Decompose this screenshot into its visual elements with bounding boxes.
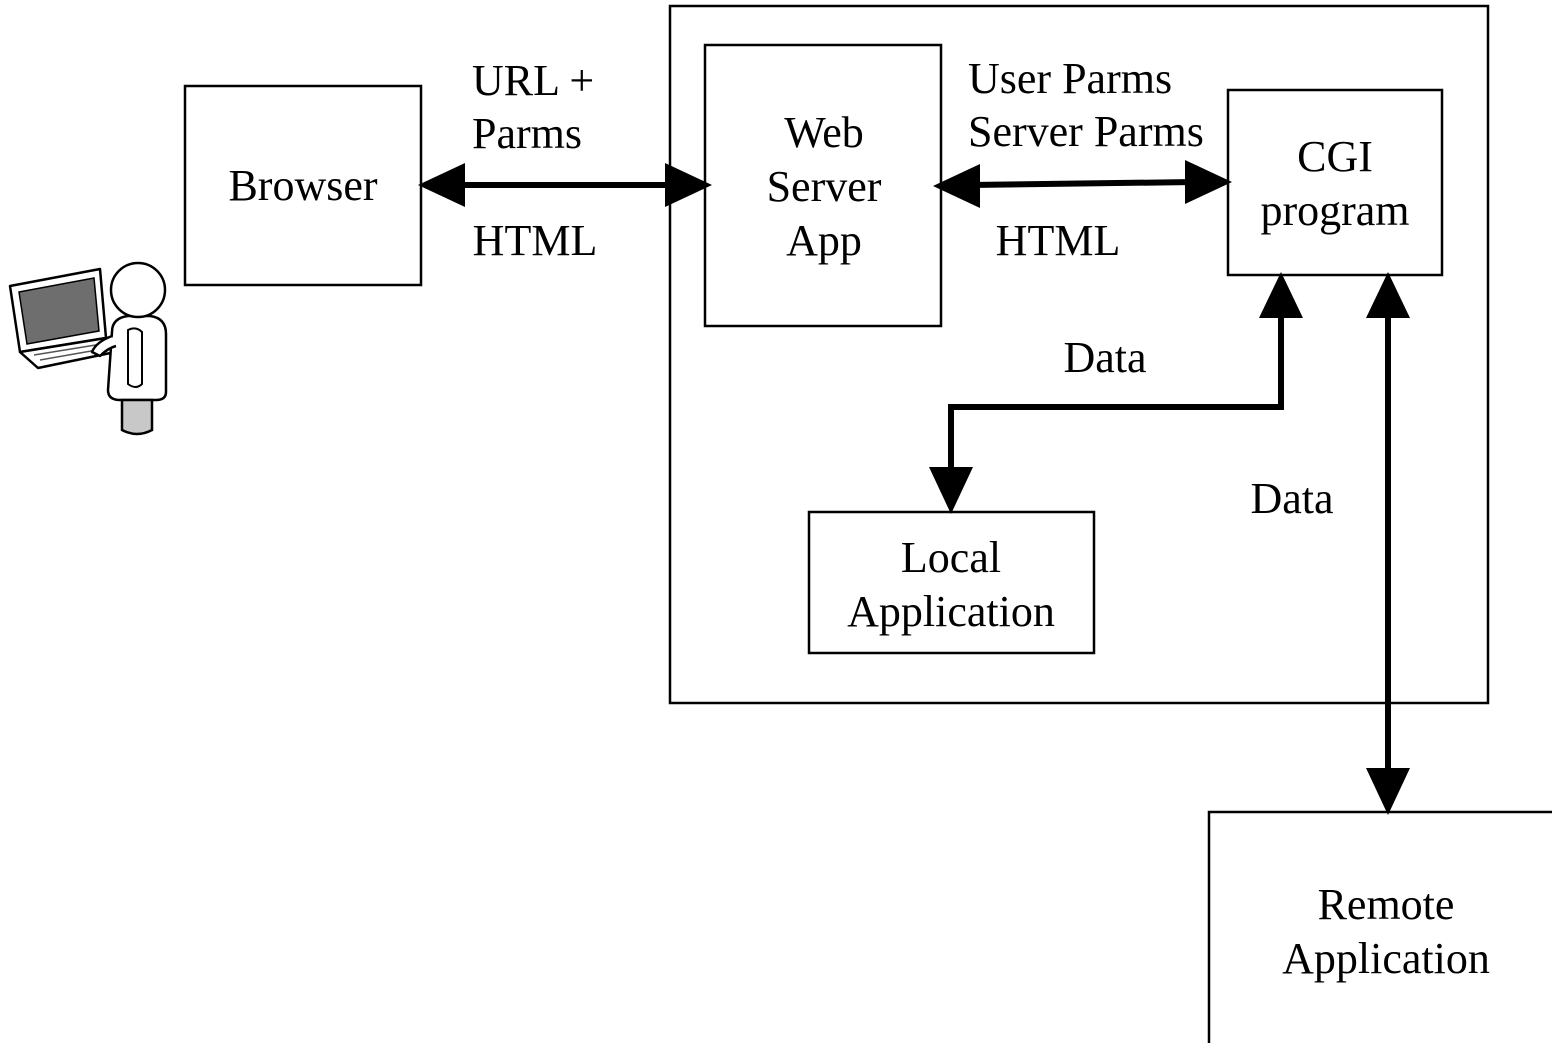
arrowhead-left-icon [418,163,465,207]
web-server-app-label-line-1: Web [784,108,864,157]
browser-label: Browser [228,161,377,210]
arrowhead-up-icon [1366,272,1410,318]
remote-application-node: Remote Application [1207,810,1552,1043]
browser-webserver-request-label-line-2: Parms [472,109,582,158]
arrowhead-right-icon [665,163,712,207]
browser-webserver-request-label-line-1: URL + [472,56,594,105]
remote-application-box [1207,810,1552,1043]
cgi-program-node: CGI program [1226,88,1444,277]
webserver-cgi-request-label-line-1: User Parms [968,54,1172,103]
browser-node: Browser [183,84,423,287]
web-server-app-box [703,43,943,328]
arrowhead-down-icon [1366,768,1410,815]
local-application-label-line-2: Application [847,587,1055,636]
arrowhead-up-icon [1259,272,1303,318]
remote-application-label-line-2: Application [1282,934,1490,983]
user-at-laptop-icon [8,261,168,436]
arrowhead-left-icon [933,164,980,208]
cgi-remote-arrow [1366,272,1410,815]
cgi-program-label-line-1: CGI [1297,132,1373,181]
remote-application-label-line-1: Remote [1318,880,1455,929]
local-application-node: Local Application [807,510,1096,655]
cgi-remote-data-label: Data [1250,474,1333,523]
cgi-program-box [1226,88,1444,277]
browser-webserver-arrow [418,163,712,207]
webserver-cgi-response-label: HTML [996,216,1121,265]
web-server-app-node: Web Server App [703,43,943,328]
arrowhead-right-icon [1185,160,1232,204]
web-server-app-label-line-2: Server [767,162,882,211]
server-machine-frame [668,4,1490,705]
webserver-cgi-line [969,179,1196,188]
cgi-program-label-line-2: program [1260,186,1409,235]
cgi-local-line [948,310,1284,475]
web-server-app-label-line-3: App [786,216,862,265]
browser-webserver-response-label: HTML [473,216,598,265]
browser-box [183,84,423,287]
local-application-label-line-1: Local [901,533,1001,582]
webserver-cgi-arrow [933,160,1232,208]
cgi-local-data-label: Data [1063,333,1146,382]
webserver-cgi-request-label-line-2: Server Parms [968,107,1204,156]
arrowhead-down-icon [929,467,973,514]
cgi-local-arrow [929,272,1303,514]
